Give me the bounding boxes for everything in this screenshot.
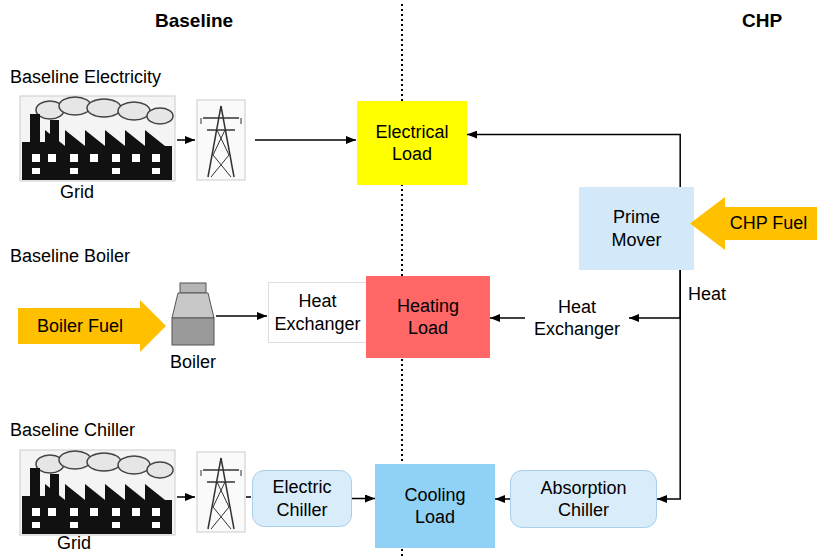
flow-connector <box>629 270 680 318</box>
feed-arrow <box>255 139 356 141</box>
node-text: Absorption Chiller <box>519 477 648 522</box>
feed-arrow <box>216 315 267 317</box>
node-text: Electric Chiller <box>259 476 345 521</box>
chiller-box: Absorption Chiller <box>510 470 657 528</box>
text-holder: Absorption Chiller <box>519 477 648 522</box>
grid-factory <box>20 450 175 535</box>
arrow-fill <box>18 300 166 352</box>
flow-connector <box>352 498 375 500</box>
node-text: Heating Load <box>376 295 480 340</box>
grid-factory <box>20 96 175 181</box>
node-text: CHP Fuel <box>730 212 808 235</box>
arrow-fill <box>690 197 817 250</box>
text-holder: Prime Mover <box>589 206 684 251</box>
flow-label: Heat <box>688 284 726 306</box>
feed-arrow <box>246 496 251 498</box>
flow-connector <box>467 135 680 187</box>
node-text: Prime Mover <box>589 206 684 251</box>
load-box: Cooling Load <box>375 464 495 548</box>
image-caption: Boiler <box>170 352 216 374</box>
column-heading: Baseline <box>155 10 233 33</box>
section-label: Baseline Boiler <box>10 246 130 268</box>
transmission-tower <box>197 100 245 180</box>
text-holder: Heat Exchanger <box>529 296 625 341</box>
transmission-tower <box>197 452 245 532</box>
text-holder: Electric Chiller <box>259 476 345 521</box>
text-holder: Heating Load <box>376 295 480 340</box>
prime-mover-box: Prime Mover <box>579 187 694 270</box>
flow-connector <box>490 317 525 319</box>
boiler-symbol <box>172 283 214 345</box>
node-text: Cooling Load <box>385 484 485 529</box>
chiller-box: Electric Chiller <box>252 470 352 527</box>
node-text: Heat Exchanger <box>273 290 362 335</box>
text-holder: Boiler Fuel <box>37 315 123 338</box>
flow-connector <box>657 270 680 499</box>
section-label: Baseline Electricity <box>10 67 161 89</box>
node-text: Heat Exchanger <box>529 296 625 341</box>
feed-arrow <box>177 496 195 498</box>
node-text: Boiler Fuel <box>37 315 123 338</box>
load-box: Heating Load <box>366 276 490 358</box>
section-label: Baseline Chiller <box>10 420 135 442</box>
fuel-arrow: Boiler Fuel <box>18 300 166 352</box>
text-holder: Electrical Load <box>365 121 459 166</box>
text-holder: CHP Fuel <box>730 212 808 235</box>
node-text: Electrical Load <box>365 121 459 166</box>
flow-connector <box>495 498 510 500</box>
heat-exchanger-box: Heat Exchanger <box>268 282 367 343</box>
image-caption: Grid <box>60 182 94 204</box>
text-holder: Heat Exchanger <box>273 290 362 335</box>
column-heading: CHP <box>742 10 782 33</box>
image-caption: Grid <box>57 533 91 555</box>
text-holder: Cooling Load <box>385 484 485 529</box>
load-box: Electrical Load <box>357 101 467 185</box>
heat-exchanger-box: Heat Exchanger <box>525 290 629 346</box>
feed-arrow <box>177 139 195 141</box>
fuel-arrow: CHP Fuel <box>690 197 817 250</box>
